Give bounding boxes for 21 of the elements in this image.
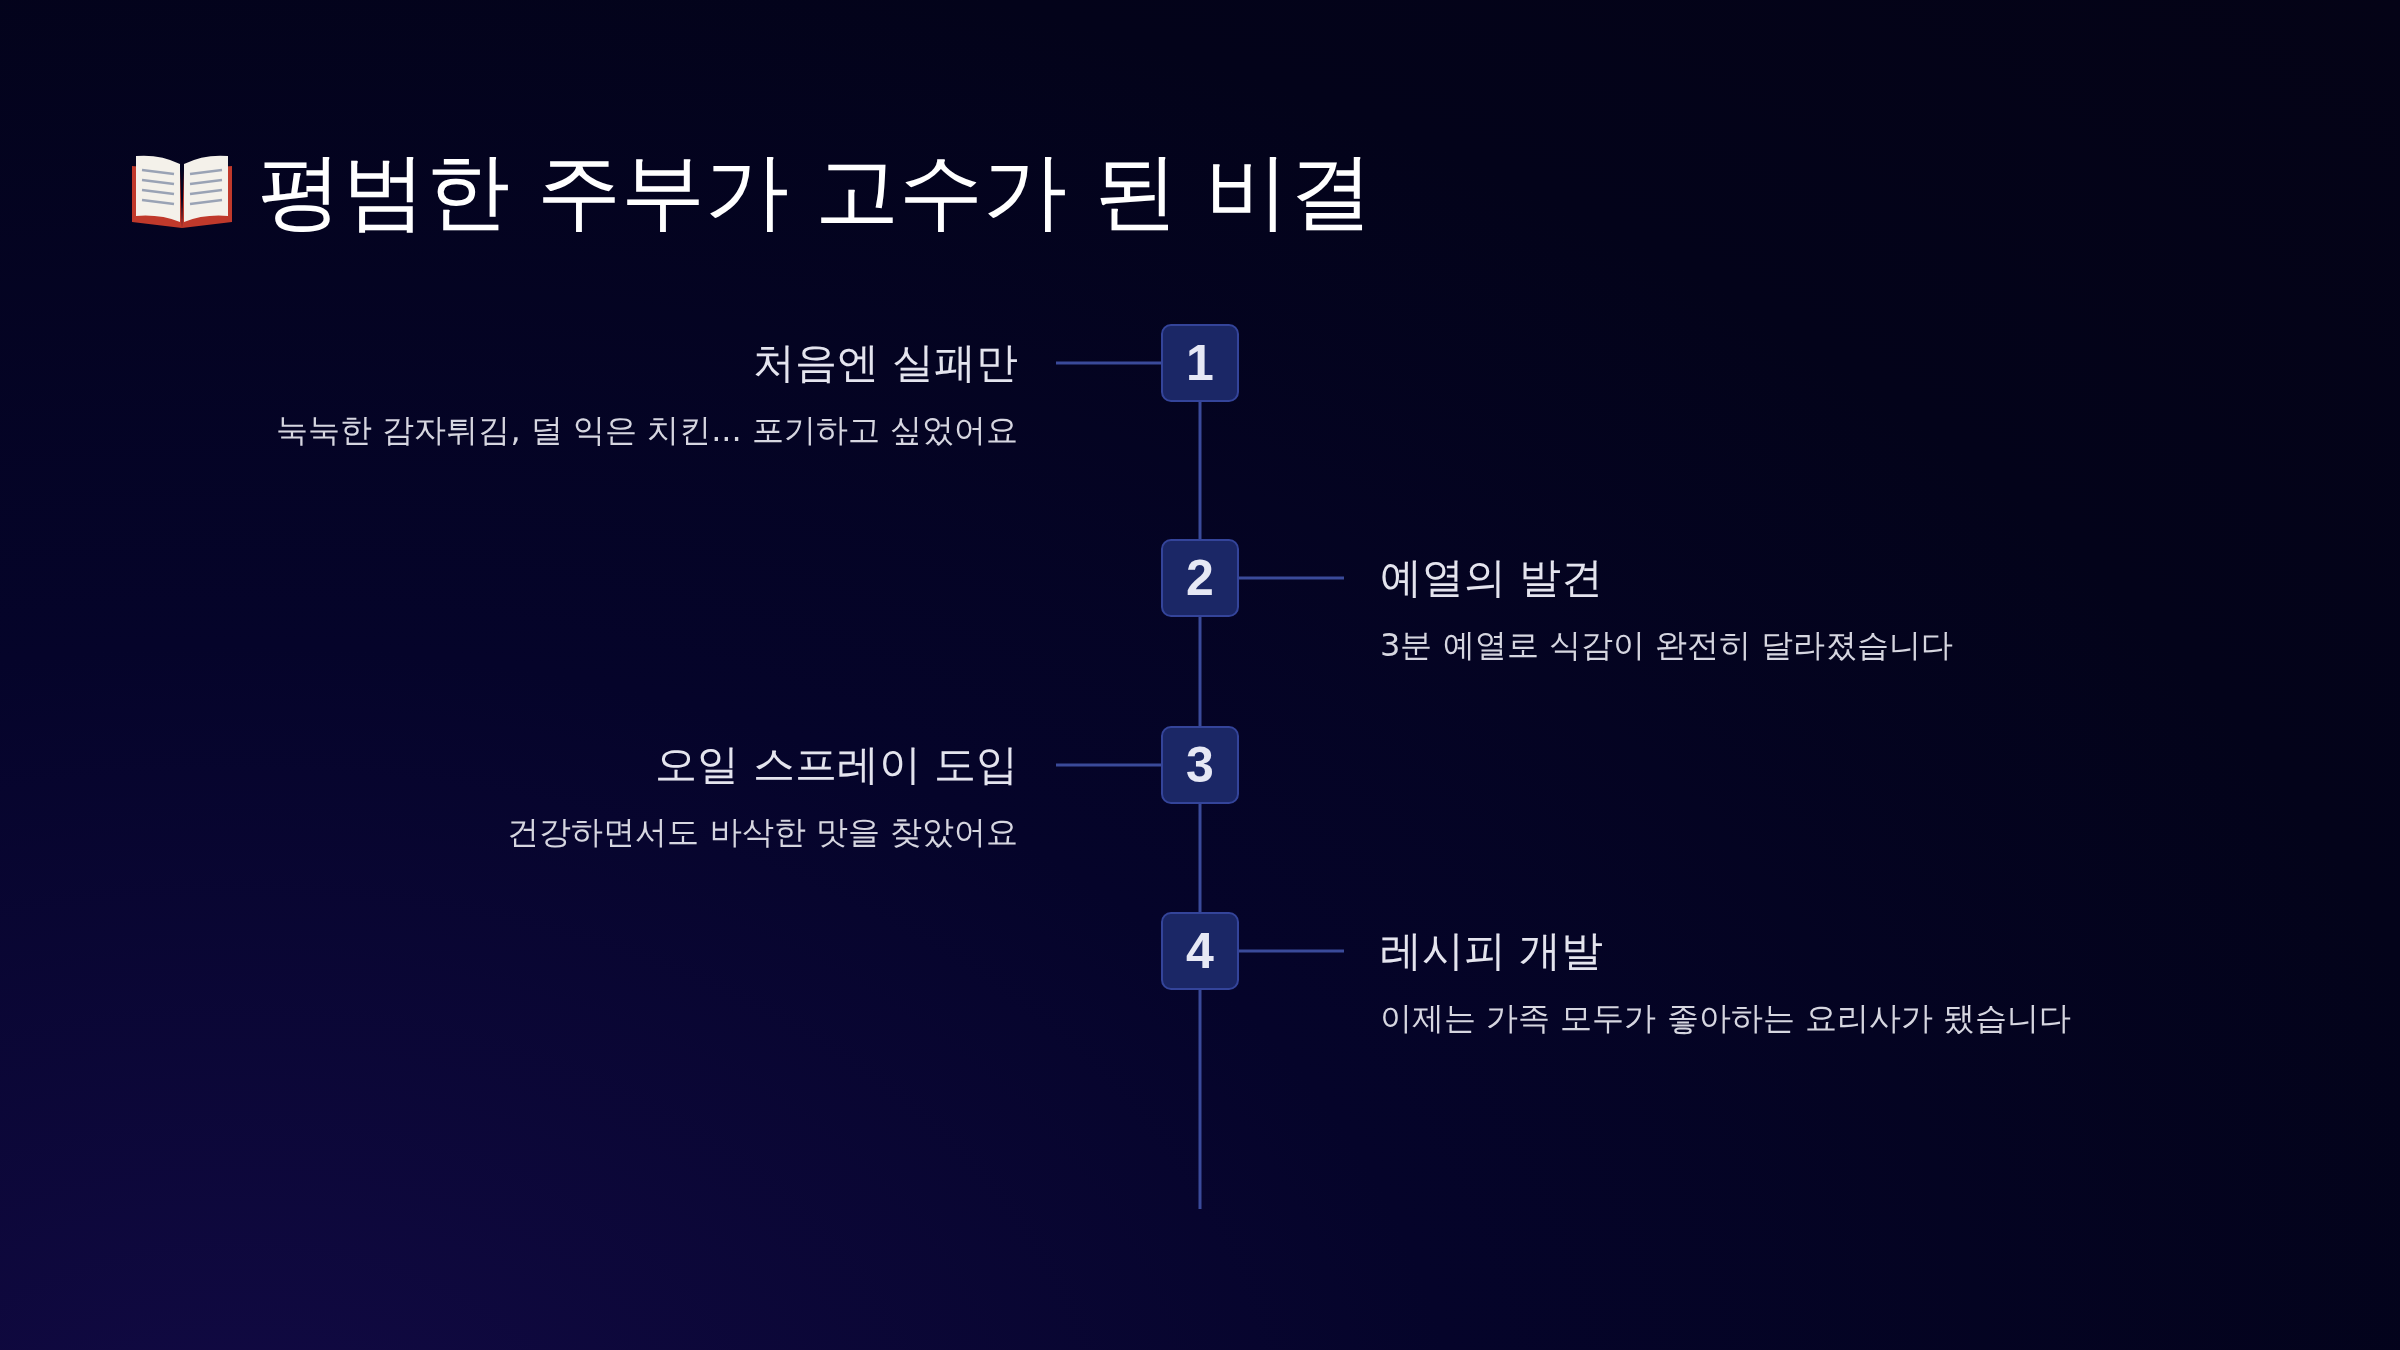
step-description: 이제는 가족 모두가 좋아하는 요리사가 됐습니다 [1380,998,2071,1039]
step-description: 3분 예열로 식감이 완전히 달라졌습니다 [1380,625,1954,666]
step-title: 예열의 발견 [1380,552,1605,604]
step-title: 오일 스프레이 도입 [654,739,1018,791]
step-title: 처음엔 실패만 [751,337,1018,389]
step-number: 4 [1161,912,1239,990]
connector-line [1198,990,1202,1209]
connector-line [1239,949,1344,953]
step-description: 건강하면서도 바삭한 맛을 찾았어요 [507,812,1018,853]
title: 평범한 주부가 고수가 된 비결 [258,141,1373,242]
step-number: 2 [1161,539,1239,617]
connector-line [1239,576,1344,580]
connector-line [1056,361,1161,365]
connector-line [1198,617,1202,726]
step-number: 3 [1161,726,1239,804]
connector-line [1056,763,1161,767]
step-title: 레시피 개발 [1380,925,1605,977]
connector-line [1198,804,1202,912]
connector-line [1198,402,1202,539]
step-description: 눅눅한 감자튀김, 덜 익은 치킨... 포기하고 싶었어요 [276,410,1018,451]
step-number: 1 [1161,324,1239,402]
